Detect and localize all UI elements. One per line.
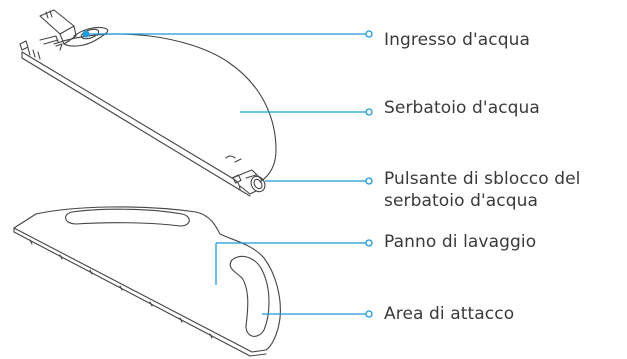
- mop-cloth-drawing: [13, 206, 281, 357]
- tank-front-edge: [21, 51, 233, 179]
- water-tank-drawing: [19, 9, 277, 197]
- label-release-button-line1: Pulsante di sblocco del: [384, 169, 581, 189]
- tank-body-outline: [53, 33, 277, 183]
- mop-cloth-outline: [13, 206, 281, 353]
- leader-release-button: [265, 177, 373, 185]
- leader-water-inlet: [82, 30, 373, 38]
- leader-attachment-area: [262, 310, 373, 318]
- label-water-inlet: Ingresso d'acqua: [384, 30, 530, 50]
- water-inlet-drawing: [39, 9, 109, 51]
- label-water-tank: Serbatoio d'acqua: [384, 98, 540, 118]
- label-mop-cloth: Panno di lavaggio: [384, 232, 537, 252]
- leader-water-tank: [240, 108, 373, 116]
- release-button-drawing: [232, 174, 266, 195]
- callout-leaders: [82, 30, 373, 318]
- leader-mop-cloth: [215, 239, 373, 285]
- upper-attach-slot: [65, 208, 190, 227]
- label-attachment-area: Area di attacco: [384, 304, 515, 324]
- tank-bottom-edge: [21, 57, 251, 197]
- label-release-button-line2: serbatoio d'acqua: [384, 191, 539, 211]
- curved-attach-slot: [229, 255, 270, 337]
